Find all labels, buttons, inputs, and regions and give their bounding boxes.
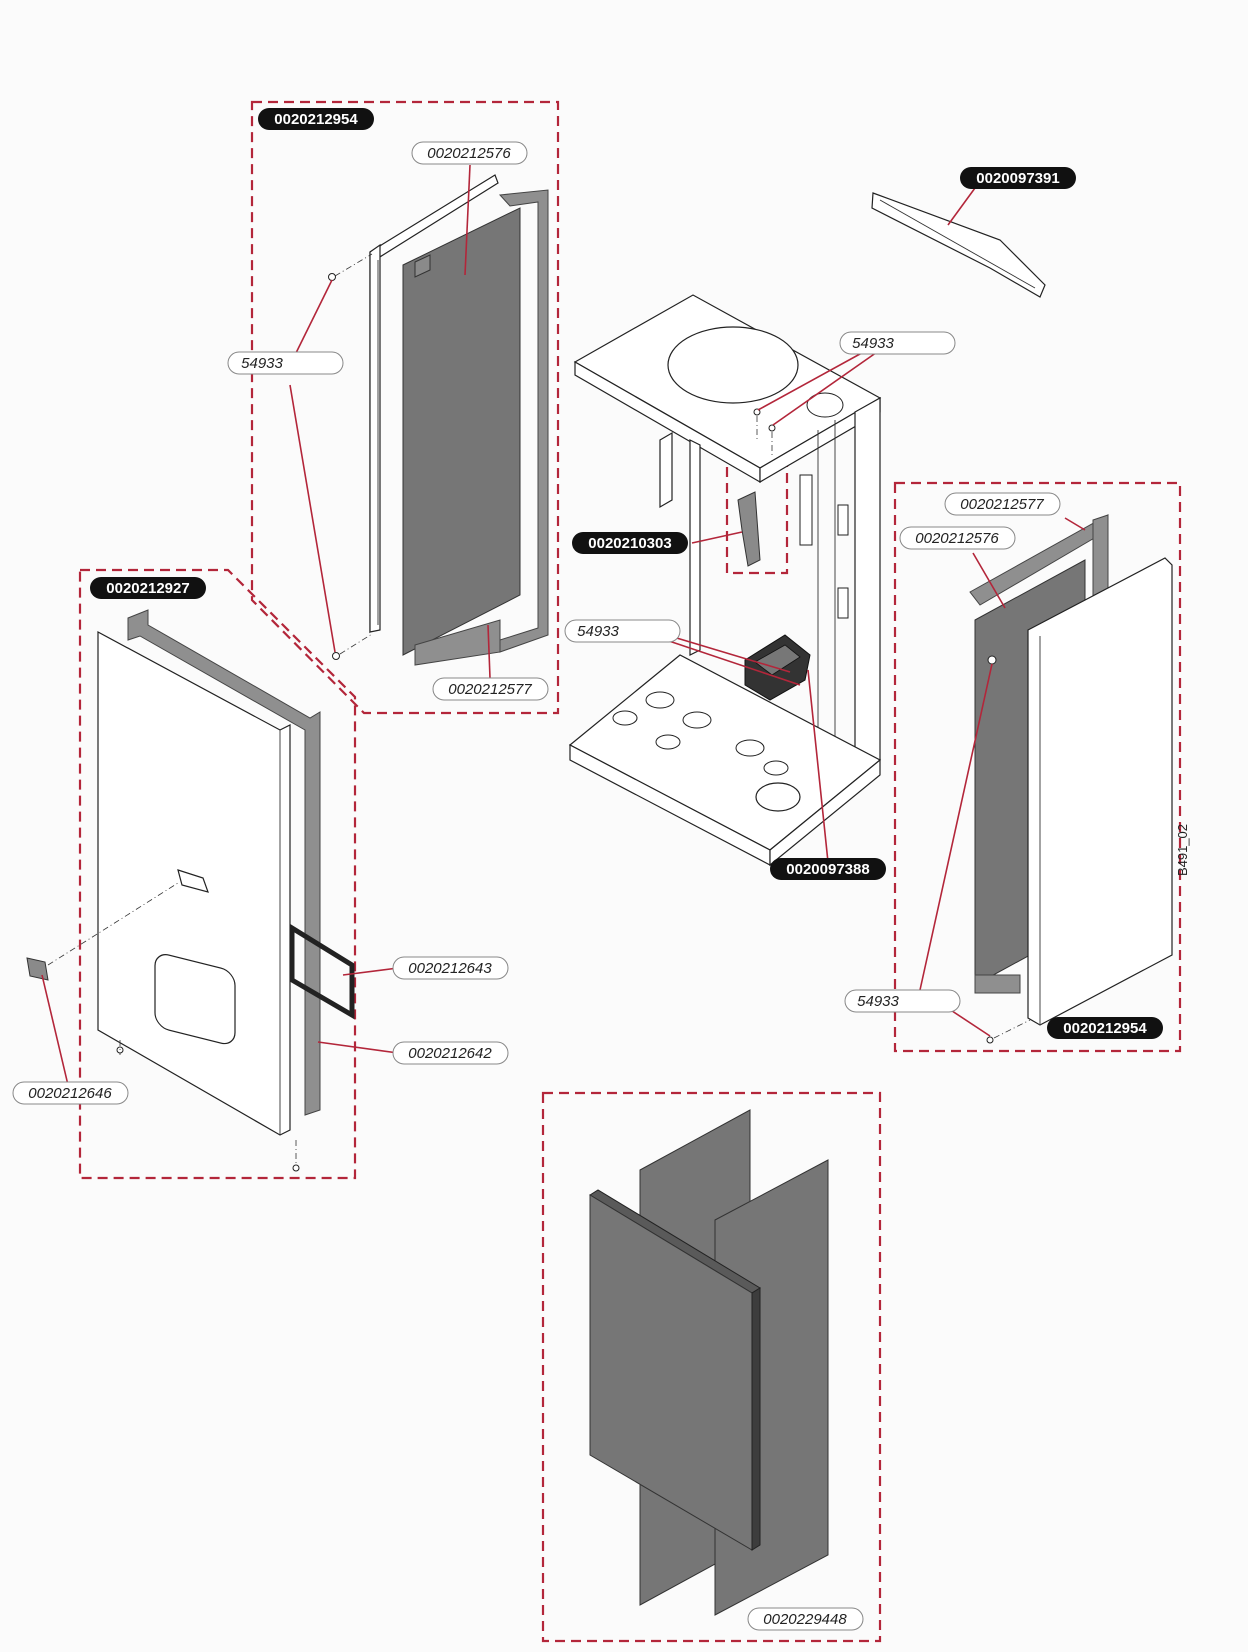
boiler-chassis: [568, 294, 882, 867]
label-top-bracket: 0020097391: [960, 167, 1076, 189]
side-panel-left: [369, 174, 499, 634]
leader-front-badge: [41, 974, 69, 1086]
label-right-screw: 54933: [844, 989, 961, 1013]
svg-text:0020229448: 0020229448: [763, 1611, 847, 1628]
insulation-panel-top-left: [402, 207, 521, 656]
insulation-kit-parts: [589, 1109, 829, 1616]
gasket-frame-top-left: [414, 189, 549, 666]
label-right-insulation: 0020212576: [899, 526, 1016, 550]
svg-text:0020212642: 0020212642: [408, 1045, 492, 1062]
label-center-mount: 0020097388: [770, 858, 886, 880]
leader-tl-insulation: [464, 164, 471, 276]
svg-text:0020212954: 0020212954: [1063, 1020, 1147, 1037]
label-center-screw-bottom: 54933: [564, 619, 681, 643]
svg-text:54933: 54933: [577, 623, 619, 640]
leader-right-insulation: [972, 552, 1006, 609]
leader-center-bracket: [691, 531, 743, 544]
center-bracket-part: [737, 491, 761, 567]
group-box-top-left: [250, 100, 560, 715]
label-group-left-front: 0020212927: [90, 577, 206, 599]
svg-text:0020210303: 0020210303: [588, 535, 671, 552]
side-panel-right: [1027, 557, 1173, 1026]
label-insulation-kit: 0020229448: [747, 1607, 864, 1631]
leader-right-screw-a: [919, 663, 993, 991]
label-tl-screw: 54933: [227, 351, 344, 375]
svg-text:54933: 54933: [857, 993, 899, 1010]
leader-center-screw-c: [659, 632, 791, 673]
svg-text:54933: 54933: [241, 355, 283, 372]
svg-text:0020097388: 0020097388: [786, 861, 869, 878]
label-center-screw-top: 54933: [839, 331, 956, 355]
svg-text:0020212577: 0020212577: [448, 681, 532, 698]
front-screws: [116, 1040, 300, 1172]
svg-text:0020212576: 0020212576: [427, 145, 511, 162]
leader-front-gasket-window: [342, 967, 399, 976]
leader-front-gasket-side: [317, 1041, 399, 1054]
leader-center-screw-b: [772, 349, 881, 426]
svg-text:0020212646: 0020212646: [28, 1085, 112, 1102]
label-tl-gasket: 0020212577: [432, 677, 549, 701]
label-group-top-left: 0020212954: [258, 108, 374, 130]
svg-text:0020097391: 0020097391: [976, 170, 1059, 187]
svg-text:0020212577: 0020212577: [960, 496, 1044, 513]
group-box-center-bracket: [725, 403, 789, 575]
screw-top-left-lower: [332, 633, 373, 660]
label-group-right: 0020212954: [1047, 1017, 1163, 1039]
front-gasket-side: [127, 609, 321, 1116]
label-front-badge: 0020212646: [12, 1081, 129, 1105]
svg-text:54933: 54933: [852, 335, 894, 352]
leader-center-mount: [807, 669, 829, 863]
front-panel: [97, 630, 291, 1136]
label-tl-insulation: 0020212576: [411, 141, 528, 165]
svg-text:0020212927: 0020212927: [106, 580, 189, 597]
svg-text:0020212643: 0020212643: [408, 960, 492, 977]
label-front-gasket-window: 0020212643: [392, 956, 509, 980]
screw-top-left-upper: [328, 253, 373, 281]
leader-tl-screw-b: [289, 384, 336, 653]
leader-tl-gasket: [487, 624, 491, 679]
leader-center-screw-d: [659, 637, 801, 686]
front-gasket-window: [289, 923, 355, 1020]
leader-tl-screw-a: [294, 279, 333, 356]
label-right-gasket: 0020212577: [944, 492, 1061, 516]
front-badge-part: [26, 882, 179, 981]
group-box-left-front: [78, 568, 357, 1180]
leader-top-bracket: [947, 187, 976, 226]
top-bracket: [871, 192, 1046, 298]
group-box-right: [893, 481, 1182, 1053]
svg-text:0020212576: 0020212576: [915, 530, 999, 547]
drawing-code: B491_02: [1175, 824, 1190, 876]
group-box-insulation-kit: [541, 1091, 882, 1643]
svg-text:0020212954: 0020212954: [274, 111, 358, 128]
label-front-gasket-side: 0020212642: [392, 1041, 509, 1065]
label-center-bracket: 0020210303: [572, 532, 688, 554]
leader-right-gasket: [1064, 517, 1086, 531]
